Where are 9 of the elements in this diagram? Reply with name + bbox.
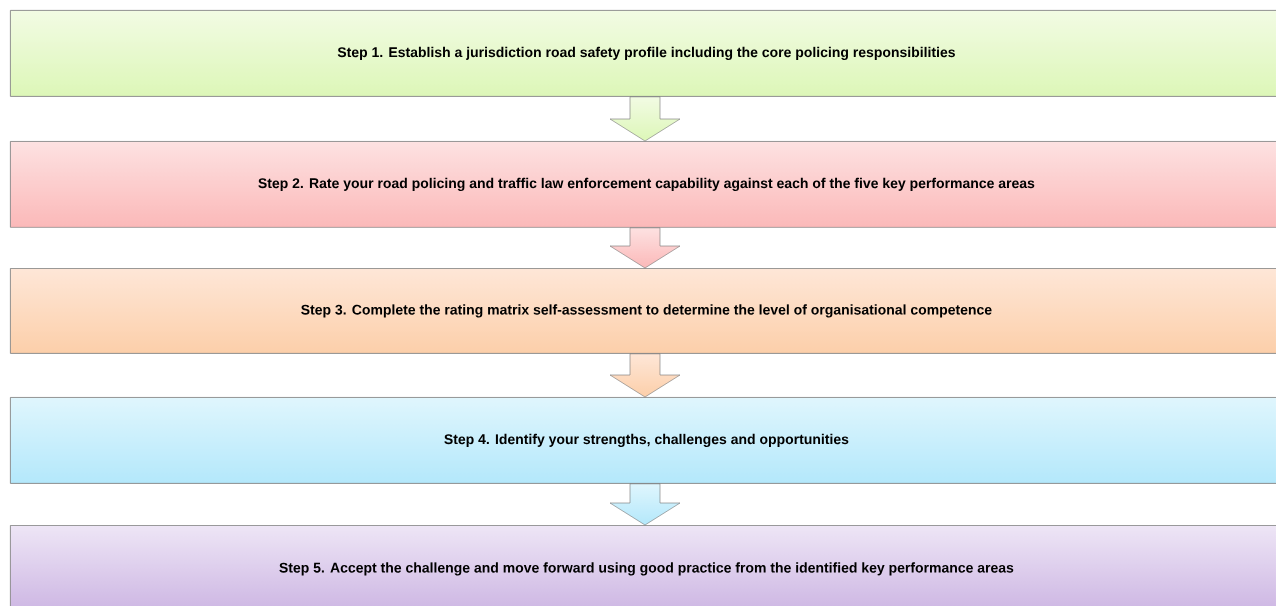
step-box: Step 5. Accept the challenge and move forward using good practice from the identified key performance areas xyxy=(10,525,1276,606)
step-box: Step 1. Establish a jurisdiction road safety profile including the core policing responsibilities xyxy=(10,10,1276,97)
block-arrow xyxy=(609,227,681,269)
step-box: Step 2. Rate your road policing and traffic law enforcement capability against each of the five key performance areas xyxy=(10,141,1276,228)
step-box: Step 4. Identify your strengths, challenges and opportunities xyxy=(10,397,1276,484)
block-arrow xyxy=(609,96,681,142)
block-arrow xyxy=(609,483,681,526)
step-box: Step 3. Complete the rating matrix self-assessment to determine the level of organisational competence xyxy=(10,268,1276,354)
block-arrow xyxy=(609,353,681,398)
